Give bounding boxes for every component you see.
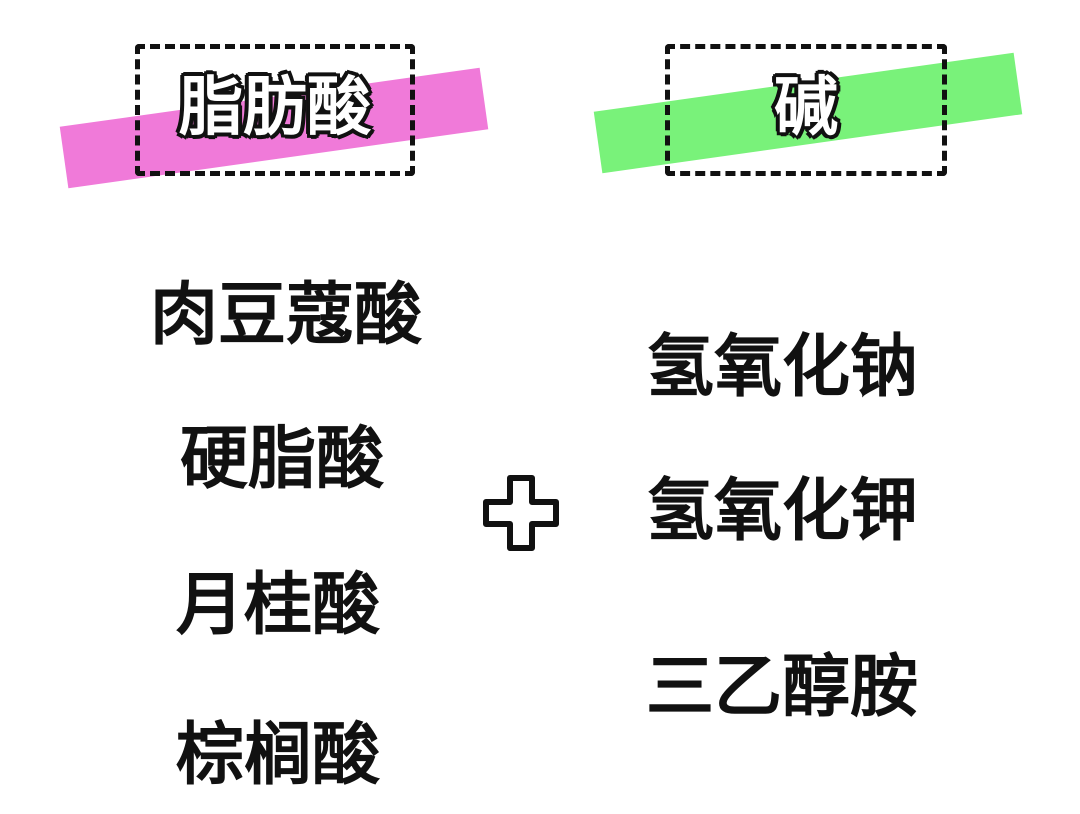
base-item: 氢氧化钾 [646, 472, 919, 551]
right-header-frame [665, 44, 947, 176]
fatty-acid-item: 硬脂酸 [180, 420, 385, 499]
plus-icon [483, 475, 559, 551]
base-item: 氢氧化钠 [646, 328, 919, 407]
left-header-title: 脂肪酸 [179, 71, 371, 145]
fatty-acid-item: 肉豆蔻酸 [150, 276, 423, 355]
right-header-title: 碱 [774, 71, 838, 145]
base-item: 三乙醇胺 [646, 648, 919, 727]
left-header-frame [135, 44, 415, 176]
fatty-acid-item: 月桂酸 [176, 566, 381, 645]
fatty-acid-item: 棕榈酸 [176, 716, 381, 795]
